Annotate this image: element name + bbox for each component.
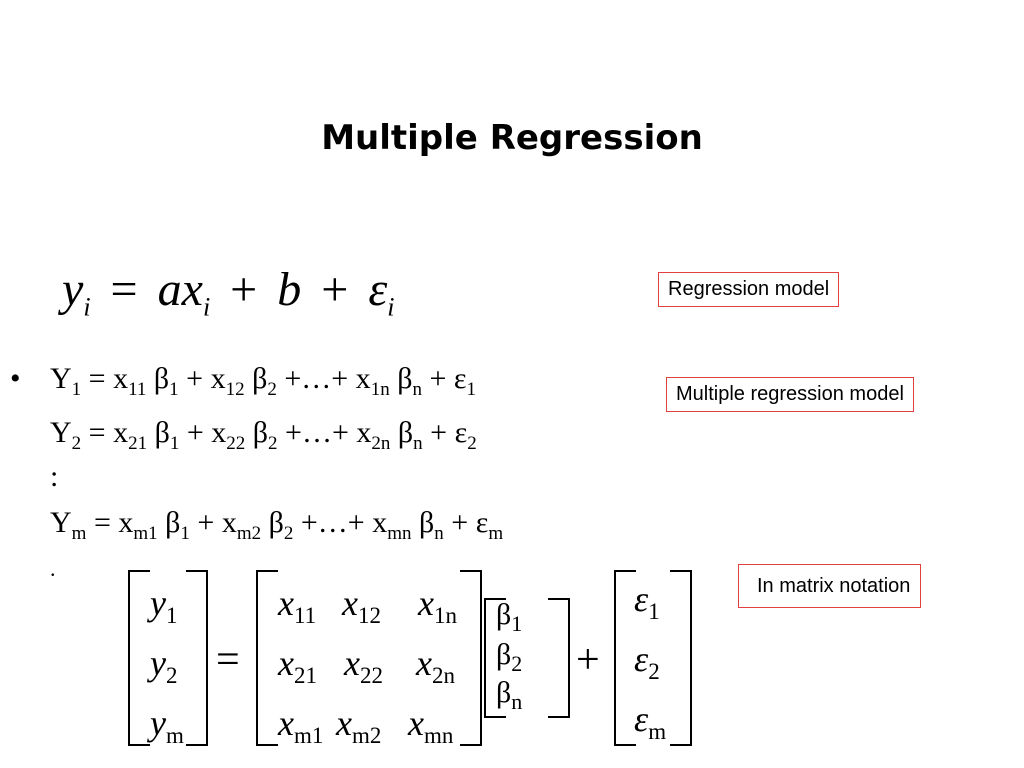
slide-title: Multiple Regression bbox=[321, 118, 703, 158]
simple-regression-equation: yi = axi + b + εi bbox=[62, 263, 395, 322]
x-cell-11: x11 bbox=[278, 583, 317, 629]
x-cell-12: x12 bbox=[342, 583, 381, 629]
trailing-dot: . bbox=[50, 556, 56, 581]
epsilon-vector-right-bracket bbox=[670, 570, 692, 746]
x-cell-mn: xmn bbox=[408, 703, 454, 749]
equation-line-1: Y1 = x11 β1 + x12 β2 +…+ x1n βn + ε1 bbox=[50, 362, 476, 400]
epsilon-m: εm bbox=[634, 699, 667, 745]
y-vector-right-bracket bbox=[186, 570, 208, 746]
equation-line-m: Ym = xm1 β1 + xm2 β2 +…+ xmn βn + εm bbox=[50, 506, 504, 544]
equation-line-2: Y2 = x21 β1 + x22 β2 +…+ x2n βn + ε2 bbox=[50, 416, 477, 454]
beta-vector-left-bracket bbox=[484, 598, 506, 718]
equation-ellipsis-colon: : bbox=[50, 460, 59, 493]
multiple-regression-model-label: Multiple regression model bbox=[666, 377, 914, 412]
matrix-equals: = bbox=[216, 637, 240, 683]
x-cell-22: x22 bbox=[344, 643, 383, 689]
x-matrix-left-bracket bbox=[256, 570, 278, 746]
x-cell-2n: x2n bbox=[416, 643, 455, 689]
x-matrix-right-bracket bbox=[460, 570, 482, 746]
y-vector-2: y2 bbox=[150, 643, 178, 689]
epsilon-1: ε1 bbox=[634, 579, 660, 625]
beta-2: β2 bbox=[496, 638, 523, 676]
beta-vector-right-bracket bbox=[548, 598, 570, 718]
beta-n: βn bbox=[496, 676, 523, 714]
epsilon-vector-left-bracket bbox=[614, 570, 636, 746]
bullet-marker: • bbox=[10, 362, 21, 395]
y-vector-1: y1 bbox=[150, 583, 178, 629]
beta-1: β1 bbox=[496, 598, 523, 636]
matrix-notation-label: In matrix notation bbox=[738, 564, 922, 608]
epsilon-2: ε2 bbox=[634, 639, 660, 685]
x-cell-1n: x1n bbox=[418, 583, 457, 629]
y-vector-left-bracket bbox=[128, 570, 150, 746]
x-cell-21: x21 bbox=[278, 643, 317, 689]
y-vector-m: ym bbox=[150, 703, 184, 749]
regression-model-label: Regression model bbox=[658, 272, 840, 307]
x-cell-m2: xm2 bbox=[336, 703, 382, 749]
x-cell-m1: xm1 bbox=[278, 703, 324, 749]
matrix-plus: + bbox=[576, 637, 600, 683]
